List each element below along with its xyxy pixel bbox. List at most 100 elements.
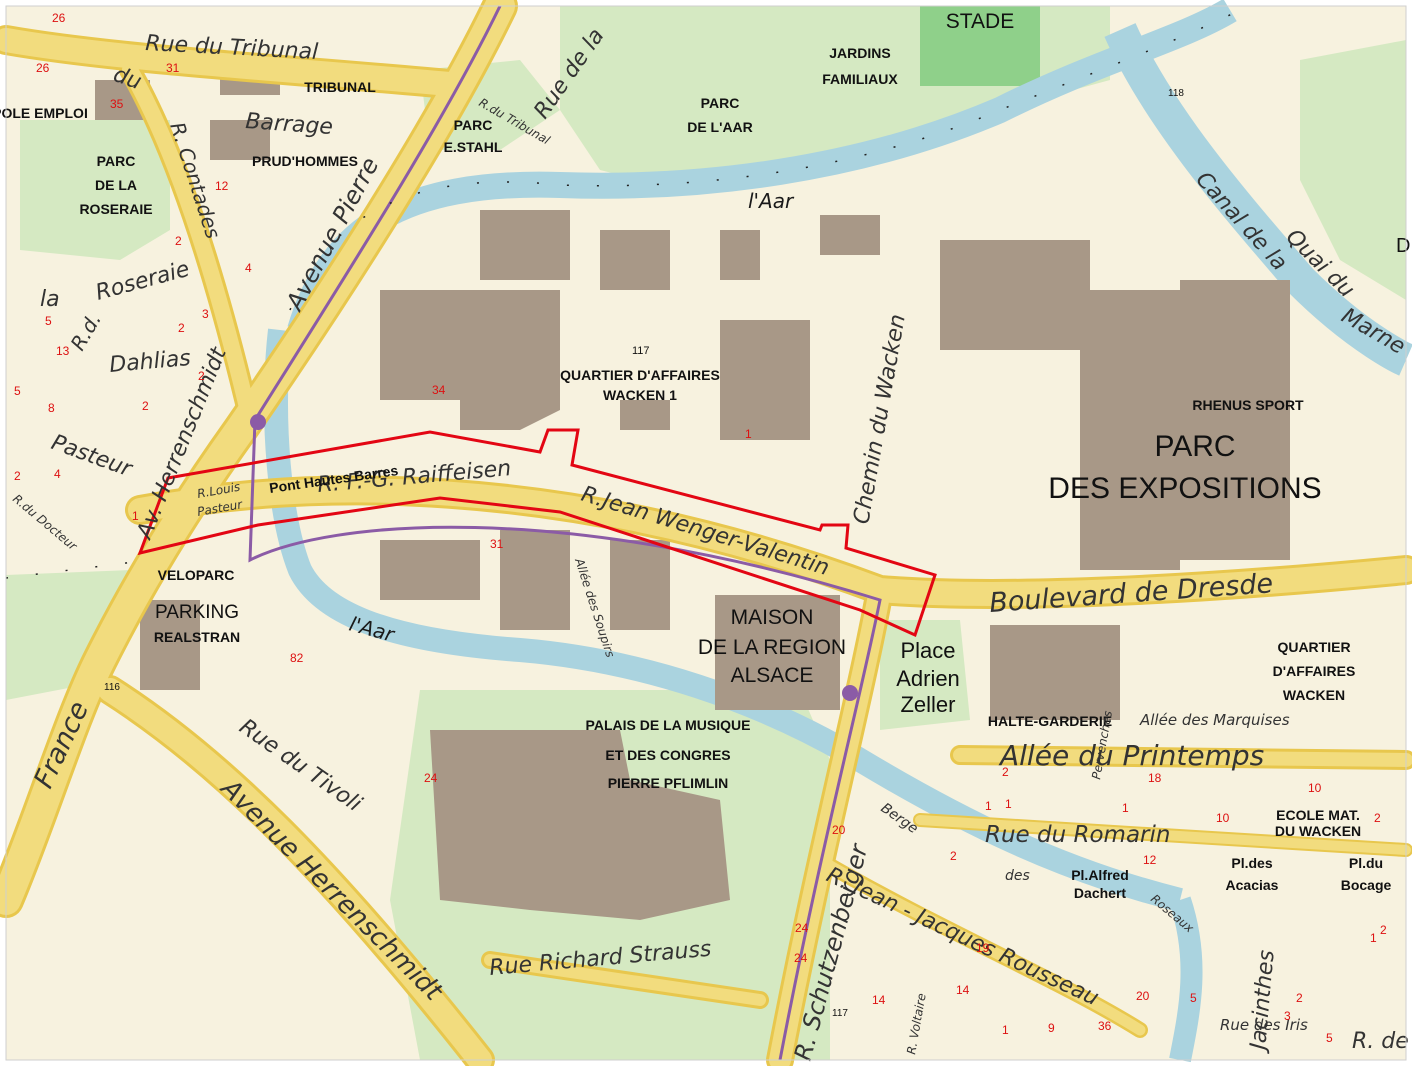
house-number: 12 <box>215 179 229 193</box>
house-number: 2 <box>1380 923 1387 937</box>
house-number: 117 <box>832 1008 848 1019</box>
building-expo-right <box>1180 280 1290 560</box>
street-allee-marquises: Allée des Marquises <box>1139 711 1290 729</box>
label-pl-bocage-1: Pl.du <box>1349 855 1383 871</box>
label-tribunal: TRIBUNAL <box>304 79 376 95</box>
street-des: des <box>1005 868 1030 884</box>
label-place-adrien-3: Zeller <box>900 692 955 717</box>
tram-line <box>248 5 882 1061</box>
label-jardins-1: JARDINS <box>829 45 890 61</box>
tram-stop-icon[interactable] <box>250 414 266 430</box>
house-number: 5 <box>45 314 52 328</box>
label-pole-emploi: POLE EMPLOI <box>0 105 88 121</box>
house-number: 1 <box>1122 801 1129 815</box>
label-stade: STADE <box>946 10 1014 33</box>
label-pl-acacias-2: Acacias <box>1226 877 1279 893</box>
label-jardins-2: FAMILIAUX <box>822 71 898 87</box>
label-place-adrien-2: Adrien <box>896 666 960 691</box>
house-number: 1 <box>1005 797 1012 811</box>
label-pl-alfred-2: Dachert <box>1074 885 1126 901</box>
label-parking-2: REALSTRAN <box>154 629 240 645</box>
house-number: 36 <box>1098 1019 1112 1033</box>
house-number: 3 <box>202 307 209 321</box>
house-number: 1 <box>745 427 752 441</box>
house-number: 34 <box>432 383 446 397</box>
street-barrage: Barrage <box>245 109 334 140</box>
label-prudhommes: PRUD'HOMMES <box>252 153 358 169</box>
house-number: 24 <box>794 951 808 965</box>
canal-bottom <box>1169 896 1203 1063</box>
building-palais <box>430 730 730 920</box>
house-number: 24 <box>424 771 438 785</box>
label-parc-roseraie-3: ROSERAIE <box>79 201 152 217</box>
water-label-aar-top: l'Aar <box>748 189 795 213</box>
label-maison-2: DE LA REGION <box>698 636 846 659</box>
house-number: 20 <box>832 823 846 837</box>
house-number: 10 <box>1216 811 1230 825</box>
label-ecole-2: DU WACKEN <box>1275 823 1361 839</box>
house-number: 1 <box>1002 1023 1009 1037</box>
label-rhenus: RHENUS SPORT <box>1192 397 1304 413</box>
house-number: 117 <box>632 345 650 357</box>
label-pl-bocage-2: Bocage <box>1341 877 1392 893</box>
street-la: la <box>40 287 60 312</box>
label-parc-roseraie-2: DE LA <box>95 177 137 193</box>
label-parc-stahl-1: PARC <box>454 117 493 133</box>
house-number: 4 <box>54 467 61 481</box>
house-number: 26 <box>52 11 66 25</box>
house-number: 1 <box>1370 931 1377 945</box>
building-expo-top <box>940 240 1090 350</box>
map-border <box>5 5 1407 1061</box>
label-palais-2: ET DES CONGRES <box>605 747 730 763</box>
house-number: 26 <box>36 61 50 75</box>
house-number: 31 <box>490 537 504 551</box>
label-ecole-1: ECOLE MAT. <box>1276 807 1360 823</box>
building-maison-region <box>715 595 840 710</box>
house-number: 2 <box>950 849 957 863</box>
buildings <box>95 65 1290 920</box>
house-number: 13 <box>56 344 70 358</box>
house-number: 1 <box>985 799 992 813</box>
building-parking <box>140 600 200 690</box>
house-number: 116 <box>104 682 120 693</box>
label-palais-1: PALAIS DE LA MUSIQUE <box>586 717 751 733</box>
label-quartier-affaires-2: WACKEN 1 <box>603 387 677 403</box>
label-pl-alfred-1: Pl.Alfred <box>1071 867 1129 883</box>
house-number: 31 <box>166 61 180 75</box>
house-number: 8 <box>48 401 55 415</box>
house-number: 82 <box>290 651 304 665</box>
house-number: 2 <box>178 321 185 335</box>
house-numbers: 26 31 26 35 12 2 4 2 5 13 2 3 2 5 8 2 4 … <box>14 11 1387 1045</box>
boundary-dotted <box>5 9 1241 579</box>
street-rue-romarin: Rue du Romarin <box>985 822 1170 848</box>
house-number: 2 <box>1002 765 1009 779</box>
house-number: 1 <box>132 509 139 523</box>
park-roseraie <box>20 120 170 260</box>
house-number: 4 <box>245 261 252 275</box>
label-place-adrien-1: Place <box>900 638 955 663</box>
label-palais-3: PIERRE PFLIMLIN <box>608 775 729 791</box>
house-number: 5 <box>14 384 21 398</box>
label-pl-acacias-1: Pl.des <box>1231 855 1272 871</box>
house-number: 2 <box>14 469 21 483</box>
house-number: 20 <box>1136 989 1150 1003</box>
house-number: 19 <box>976 941 990 955</box>
label-parc-stahl-2: E.STAHL <box>444 139 503 155</box>
house-number: 2 <box>175 234 182 248</box>
label-parc-aar-2: DE L'AAR <box>687 119 753 135</box>
street-allee-printemps: Allée du Printemps <box>998 739 1264 772</box>
tram-stop-icon[interactable] <box>842 685 858 701</box>
house-number: 3 <box>1284 1009 1291 1023</box>
label-halte-garderie: HALTE-GARDERIE <box>988 713 1112 729</box>
highlight-outline[interactable] <box>137 428 937 638</box>
house-number: 5 <box>1326 1031 1333 1045</box>
stadium-field <box>920 6 1040 86</box>
house-number: 2 <box>1296 991 1303 1005</box>
label-d-edge: D <box>1396 235 1410 257</box>
label-parc-aar-1: PARC <box>701 95 740 111</box>
house-number: 14 <box>956 983 970 997</box>
house-number: 2 <box>142 399 149 413</box>
label-quartier-wacken-2: D'AFFAIRES <box>1273 663 1356 679</box>
